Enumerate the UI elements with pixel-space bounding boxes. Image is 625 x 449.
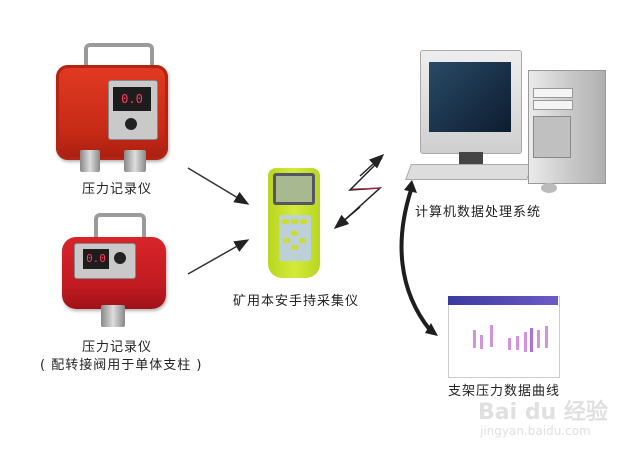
tower-front-panel: [533, 116, 571, 158]
arrow-recorder1-to-handheld: [187, 167, 250, 205]
keypad-key: [291, 245, 298, 250]
curved-bidirectional-arrow: [399, 180, 438, 336]
pressure-recorder-1-label: 压力记录仪: [82, 182, 153, 197]
chart-series: [508, 338, 511, 350]
recorder-port: [101, 305, 125, 327]
drive-bay: [533, 100, 573, 110]
recorder-port: [124, 150, 146, 172]
chart-series: [490, 325, 493, 347]
chart-series: [545, 326, 548, 348]
handheld-screen: [276, 176, 312, 202]
recorder-button: [114, 252, 126, 264]
zigzag-wireless-arrow: [333, 153, 385, 229]
recorder-button: [125, 118, 137, 130]
recorder-display: 0.0: [113, 87, 151, 111]
chart-series: [524, 332, 527, 352]
chart-series: [537, 330, 540, 348]
chart-title-bar: [448, 296, 558, 305]
chart-series: [473, 330, 476, 348]
handheld-collector-label: 矿用本安手持采集仪: [233, 294, 360, 309]
keypad-key: [299, 238, 306, 243]
keypad-key: [282, 219, 289, 224]
keypad-key: [283, 238, 290, 243]
pressure-recorder-2-sublabel: ( 配转接阀用于单体支柱 ): [40, 358, 203, 373]
chart-series: [530, 328, 533, 352]
monitor-stand: [459, 152, 483, 164]
monitor-screen: [429, 62, 511, 132]
baidu-watermark-url: jingyan.baidu.com: [480, 424, 591, 438]
recorder-handle: [84, 43, 154, 77]
pressure-curve-label: 支架压力数据曲线: [448, 384, 561, 399]
keypad-key: [291, 219, 298, 224]
recorder-display: 0.0: [83, 249, 109, 269]
handheld-keypad: [279, 215, 311, 261]
chart-series: [480, 335, 483, 349]
recorder-handle: [94, 213, 146, 239]
keypad-key: [300, 219, 307, 224]
keypad-key: [291, 231, 298, 236]
baidu-watermark-logo: Bai du 经验: [478, 400, 608, 425]
pressure-recorder-2-label: 压力记录仪: [82, 340, 153, 355]
arrow-recorder2-to-handheld: [187, 239, 250, 275]
drive-bay: [533, 88, 573, 98]
chart-window: [448, 296, 560, 378]
computer-label: 计算机数据处理系统: [415, 205, 542, 220]
chart-series: [516, 336, 519, 350]
mouse: [541, 183, 557, 193]
recorder-port: [80, 150, 100, 172]
